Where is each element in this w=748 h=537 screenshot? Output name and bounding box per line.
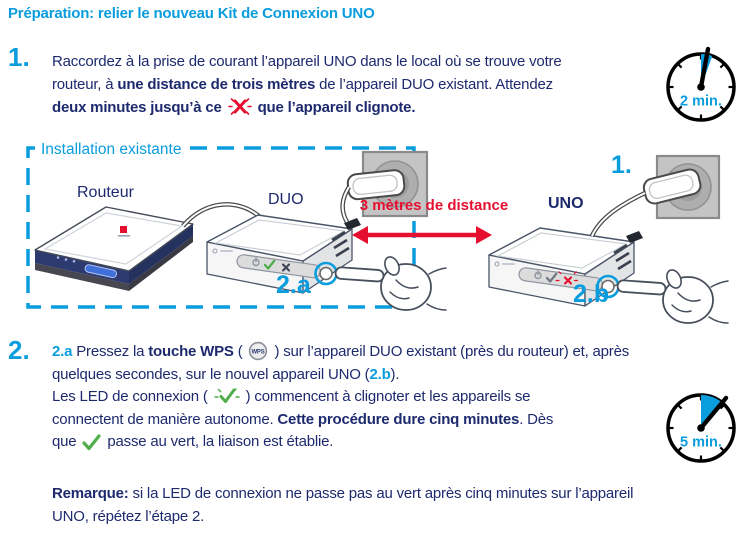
- timer-ticks: [669, 55, 733, 119]
- installation-box-border: [26, 146, 416, 309]
- duo-led-icons: [252, 257, 291, 272]
- text-line: que passe au vert, la liaison est établi…: [52, 433, 334, 451]
- duo-label: DUO: [268, 191, 304, 208]
- text-line: 2.a Pressez la touche WPS ( WPS ) sur l’…: [52, 341, 630, 361]
- router-duo-cable: [181, 202, 262, 228]
- connect-led-check-icon: [263, 259, 276, 270]
- distance-label: 3 mètres de distance: [359, 197, 509, 214]
- text-line: UNO, répétez l’étape 2.: [52, 507, 205, 525]
- outlet-step-label: 1.: [611, 151, 632, 179]
- device-wps-button: [319, 266, 333, 281]
- text-line: Les LED de connexion ( ) commencent à cl…: [52, 388, 531, 406]
- timer-2min-icon: 2 min.: [666, 46, 736, 122]
- blinking-x-icon: [227, 98, 252, 115]
- device-power-connector: [344, 218, 361, 230]
- step2-text: 2.a Pressez la touche WPS ( WPS ) sur l’…: [52, 341, 629, 454]
- text-line: routeur, à une distance de trois mètres …: [52, 75, 553, 93]
- uno-power-cable: [589, 190, 646, 238]
- connect-led-check-icon: [545, 272, 558, 283]
- uno-label: UNO: [548, 195, 584, 212]
- blinking-connection-led-icon: [213, 388, 240, 404]
- duo-button-label: 2.a: [276, 271, 311, 299]
- router-wps-button: [84, 264, 118, 279]
- router-logo: [120, 226, 127, 233]
- step1-text: Raccordez à la prise de courant l’appare…: [52, 51, 562, 119]
- installation-diagram: [26, 146, 729, 324]
- wps-button-icon: WPS: [249, 341, 268, 361]
- timer-center: [697, 83, 705, 91]
- text-line: deux minutes jusqu’à ce que l’appareil c…: [52, 96, 561, 119]
- step2-number: 2.: [8, 335, 30, 365]
- text-line: Remarque: si la LED de connexion ne pass…: [52, 485, 634, 502]
- text-line: connectent de manière autonome. Cette pr…: [52, 410, 554, 428]
- timer-hand: [698, 395, 729, 431]
- text-line: Raccordez à la prise de courant l’appare…: [52, 53, 562, 70]
- blinking-error-led-x-icon: [563, 276, 573, 285]
- step1-number: 1.: [8, 42, 30, 72]
- timer-2min-label: 2 min.: [680, 94, 722, 110]
- timer-hand: [698, 46, 711, 90]
- error-led-x-icon: [281, 263, 291, 272]
- remark-text: Remarque: si la LED de connexion ne pass…: [52, 483, 633, 528]
- installation-box-label: Installation existante: [35, 141, 188, 159]
- device-vents: [331, 230, 350, 258]
- router-device: [34, 206, 194, 291]
- duo-power-cable: [340, 185, 351, 224]
- router-label: Routeur: [77, 184, 134, 201]
- timer-ticks: [669, 396, 733, 460]
- timer-5min-icon: 5 min.: [666, 393, 736, 463]
- page-title: Préparation: relier le nouveau Kit de Co…: [8, 5, 375, 22]
- uno-led-icons: [534, 270, 579, 285]
- timer-5min-label: 5 min.: [680, 435, 722, 451]
- device-brand-mark: [212, 248, 218, 254]
- text-line: quelques secondes, sur le nouvel apparei…: [52, 365, 400, 383]
- pointing-hand-duo: [334, 256, 447, 311]
- uno-button-label: 2.b: [573, 280, 610, 308]
- wps-button-icon-label: WPS: [252, 349, 265, 355]
- timer-center: [697, 424, 705, 432]
- green-check-icon: [82, 434, 102, 451]
- power-plug-left: [346, 169, 406, 201]
- distance-arrow: [352, 226, 492, 244]
- pointing-hand-uno: [616, 266, 729, 324]
- uno-device: [487, 226, 645, 308]
